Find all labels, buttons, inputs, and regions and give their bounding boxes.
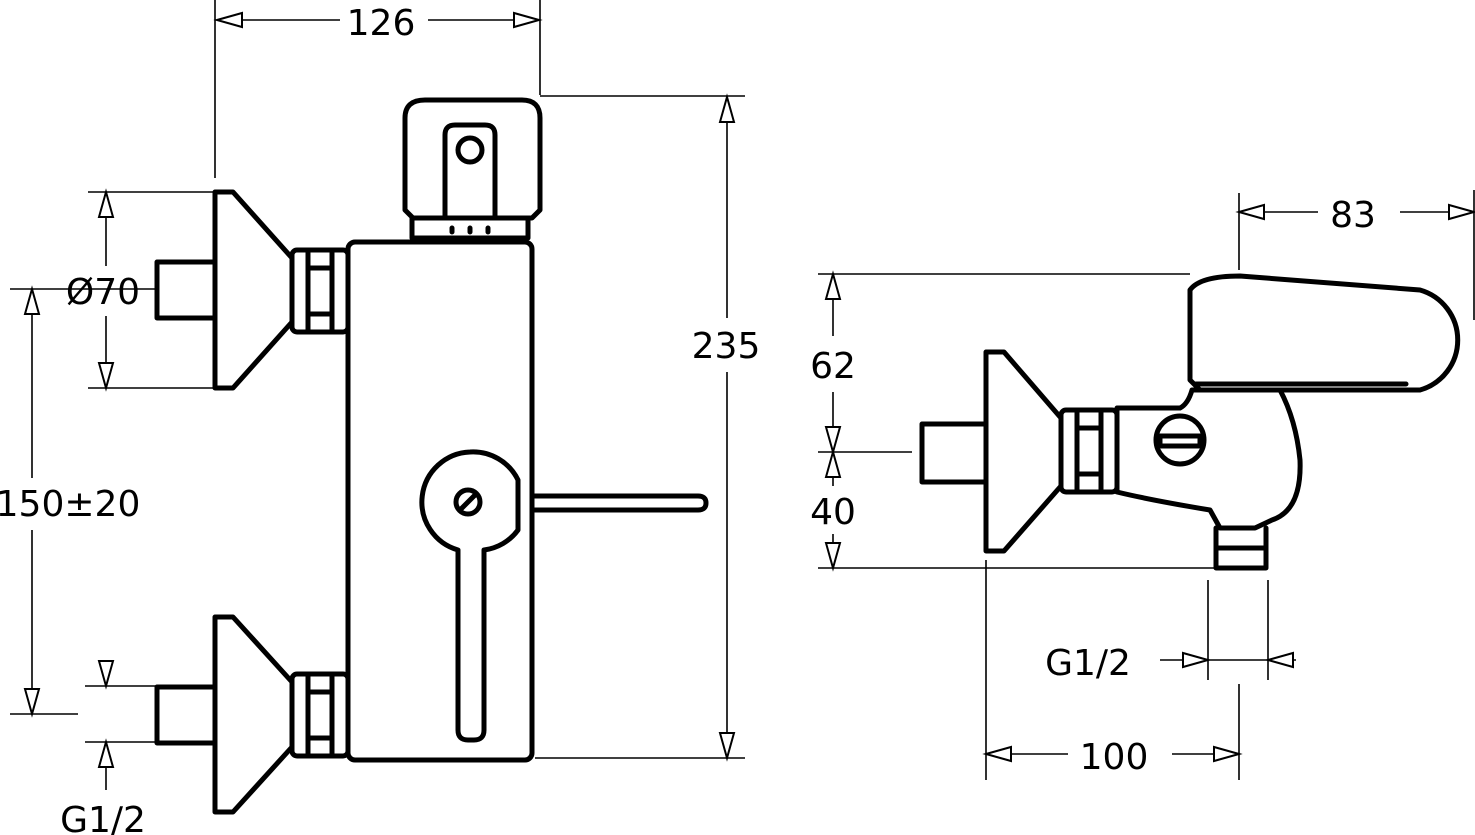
front-width-dimension: 126 <box>213 3 543 44</box>
side-outlet-thread-label: G1/2 <box>1045 643 1131 684</box>
side-projection-dimension: 100 <box>982 737 1243 778</box>
side-upper-height-label: 62 <box>810 346 856 387</box>
front-width-label: 126 <box>347 3 416 44</box>
front-flange-diameter-dimension: Ø70 <box>66 188 140 392</box>
side-mixer-body <box>1114 387 1303 531</box>
front-lever-handle <box>419 449 709 743</box>
side-hex-nut <box>1058 407 1120 495</box>
front-upper-flange <box>212 189 295 391</box>
front-inlet-spacing-dimension: 150±20 <box>0 285 140 718</box>
front-inlet-thread-label: G1/2 <box>60 800 146 835</box>
front-lower-flange <box>212 614 295 815</box>
front-lower-hex-nut <box>289 671 351 759</box>
front-thermostat-knob <box>402 97 543 241</box>
front-view: 126 235 Ø70 150±20 G1/2 <box>0 0 760 835</box>
front-height-label: 235 <box>692 326 761 367</box>
front-lower-inlet-stub <box>154 684 218 746</box>
side-depth-dimension: 83 <box>1235 195 1475 236</box>
side-depth-label: 83 <box>1330 195 1376 236</box>
side-inlet-stub <box>919 421 989 485</box>
front-flange-diameter-label: Ø70 <box>66 272 140 313</box>
front-upper-inlet-stub <box>154 259 218 321</box>
side-thermostat-knob <box>1187 273 1461 393</box>
side-screw <box>1153 413 1207 467</box>
front-height-dimension: 235 <box>692 93 761 762</box>
side-lower-height-dimension: 40 <box>810 448 856 572</box>
side-view: 83 62 40 G1/2 100 <box>810 190 1475 780</box>
front-inlet-thread-dimension: G1/2 <box>60 660 146 835</box>
front-upper-hex-nut <box>289 247 351 335</box>
side-projection-label: 100 <box>1080 737 1149 778</box>
side-outlet-thread-dimension: G1/2 <box>1045 643 1296 684</box>
side-lower-height-label: 40 <box>810 492 856 533</box>
side-extension-lines <box>818 190 1475 780</box>
side-wall-flange <box>983 349 1064 554</box>
front-inlet-spacing-label: 150±20 <box>0 484 140 525</box>
side-upper-height-dimension: 62 <box>810 270 856 456</box>
front-mixer-body <box>345 239 535 763</box>
front-extension-lines <box>10 0 745 759</box>
side-outlet <box>1213 525 1269 571</box>
